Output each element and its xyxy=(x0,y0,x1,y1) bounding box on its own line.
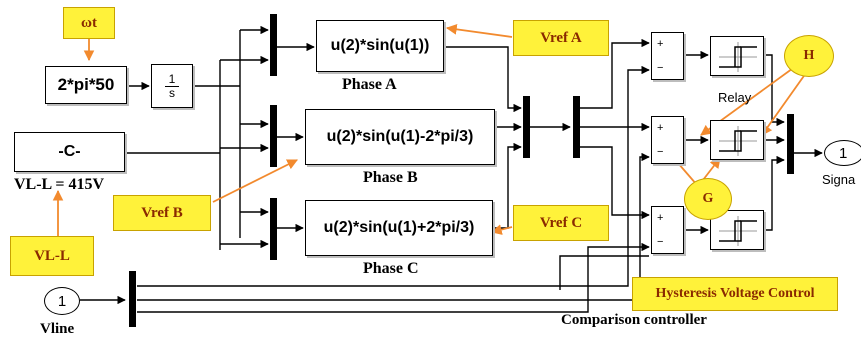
integrator-block[interactable]: 1 s xyxy=(151,64,193,108)
gain-label: 2*pi*50 xyxy=(57,75,115,94)
vref-b-callout: Vref B xyxy=(113,195,211,231)
sum-block-a[interactable]: + − xyxy=(651,32,684,80)
hysteresis-icon xyxy=(719,216,757,246)
sum-block-c[interactable]: + − xyxy=(651,206,684,254)
vref-a-callout: Vref A xyxy=(513,20,609,56)
hysteresis-icon xyxy=(719,126,757,156)
fcn-c-expression: u(2)*sin(u(1)+2*pi/3) xyxy=(323,219,475,236)
constant-label: -C- xyxy=(58,143,81,160)
sum-block-b[interactable]: + − xyxy=(651,116,684,164)
hysteresis-icon xyxy=(719,42,757,72)
sum-c-plus: + xyxy=(657,212,664,224)
relay-block-b[interactable] xyxy=(710,120,764,160)
signal-label: Signa xyxy=(822,172,856,187)
relay-label: Relay xyxy=(718,90,752,105)
mux-output xyxy=(787,114,794,174)
mux-phase-b xyxy=(270,105,277,167)
gain-block[interactable]: 2*pi*50 xyxy=(45,66,127,104)
fcn-block-phase-a[interactable]: u(2)*sin(u(1)) xyxy=(316,20,444,72)
phase-c-label: Phase C xyxy=(363,260,419,277)
demux-reference xyxy=(573,96,580,158)
outport-number: 1 xyxy=(839,144,848,162)
constant-block[interactable]: -C- xyxy=(14,132,125,172)
integrator-numerator: 1 xyxy=(164,72,180,87)
vline-inport[interactable]: 1 xyxy=(44,287,80,315)
vl-l-callout: VL-L xyxy=(10,236,94,276)
inport-number: 1 xyxy=(57,292,67,310)
g-callout: G xyxy=(684,178,732,220)
vll-value-label: VL-L = 415V xyxy=(14,176,105,193)
phase-b-label: Phase B xyxy=(363,169,418,186)
sum-b-minus: − xyxy=(657,146,664,158)
comparison-controller-label: Comparison controller xyxy=(561,312,707,328)
vline-label: Vline xyxy=(40,321,75,337)
hysteresis-voltage-control-callout: Hysteresis Voltage Control xyxy=(632,277,838,311)
relay-block-a[interactable] xyxy=(710,36,764,76)
h-callout: H xyxy=(784,35,834,77)
mux-combine xyxy=(523,96,530,158)
phase-a-label: Phase A xyxy=(342,76,397,93)
sum-b-plus: + xyxy=(657,122,664,134)
omega-t-callout: ωt xyxy=(63,7,115,39)
sum-a-minus: − xyxy=(657,62,664,74)
sum-c-minus: − xyxy=(657,236,664,248)
signal-outport[interactable]: 1 xyxy=(824,140,861,166)
fcn-a-expression: u(2)*sin(u(1)) xyxy=(330,37,430,54)
mux-phase-c xyxy=(270,198,277,260)
sum-a-plus: + xyxy=(657,38,664,50)
vref-c-callout: Vref C xyxy=(513,205,609,241)
integrator-denominator: s xyxy=(169,85,175,100)
fcn-b-expression: u(2)*sin(u(1)-2*pi/3) xyxy=(326,128,474,145)
demux-vline xyxy=(129,271,136,327)
mux-phase-a xyxy=(270,14,277,76)
fcn-block-phase-c[interactable]: u(2)*sin(u(1)+2*pi/3) xyxy=(305,200,493,256)
fcn-block-phase-b[interactable]: u(2)*sin(u(1)-2*pi/3) xyxy=(305,109,495,165)
